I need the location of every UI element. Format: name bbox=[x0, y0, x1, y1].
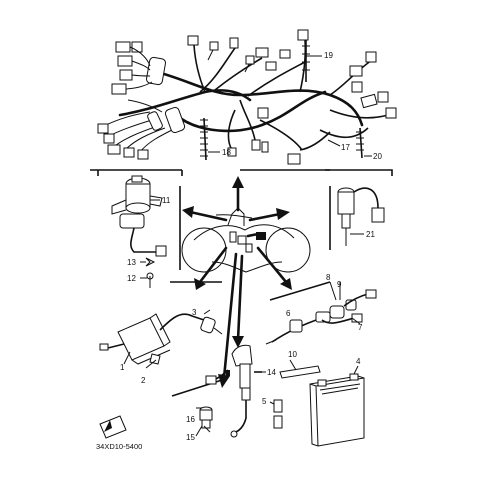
label-17: 17 bbox=[341, 143, 350, 152]
label-5: 5 bbox=[262, 397, 267, 406]
label-19: 19 bbox=[324, 51, 333, 60]
top-leader-lines bbox=[208, 55, 372, 157]
label-21: 21 bbox=[366, 230, 375, 239]
label-7: 7 bbox=[358, 323, 363, 332]
label-18: 18 bbox=[222, 148, 231, 157]
reference-arrows bbox=[182, 176, 292, 388]
ignition-coil bbox=[99, 309, 223, 369]
oil-switch bbox=[195, 406, 213, 437]
label-9: 9 bbox=[337, 280, 342, 289]
front-arrow-icon bbox=[99, 415, 127, 439]
label-1: 1 bbox=[120, 363, 125, 372]
frame-silhouette bbox=[181, 207, 311, 273]
label-8: 8 bbox=[326, 273, 331, 282]
label-12: 12 bbox=[127, 274, 136, 283]
label-16: 16 bbox=[186, 415, 195, 424]
sensor-assembly bbox=[265, 281, 377, 345]
neutral-switch bbox=[205, 344, 266, 438]
label-4: 4 bbox=[356, 357, 361, 366]
label-2: 2 bbox=[141, 376, 146, 385]
part-number: 34XD10-5400 bbox=[96, 442, 142, 451]
label-20: 20 bbox=[373, 152, 382, 161]
main-switch bbox=[111, 175, 167, 288]
label-10: 10 bbox=[288, 350, 297, 359]
label-3: 3 bbox=[192, 308, 197, 317]
label-14: 14 bbox=[267, 368, 276, 377]
battery bbox=[269, 359, 365, 447]
label-13: 13 bbox=[127, 258, 136, 267]
label-6: 6 bbox=[286, 309, 291, 318]
wire-harness bbox=[97, 29, 397, 165]
section-separators bbox=[90, 169, 393, 397]
label-11: 11 bbox=[162, 196, 171, 205]
starter-relay bbox=[337, 187, 385, 246]
part-labels: 1 2 3 4 5 6 7 8 9 10 11 12 13 14 15 16 1… bbox=[96, 51, 382, 451]
label-15: 15 bbox=[186, 433, 195, 442]
